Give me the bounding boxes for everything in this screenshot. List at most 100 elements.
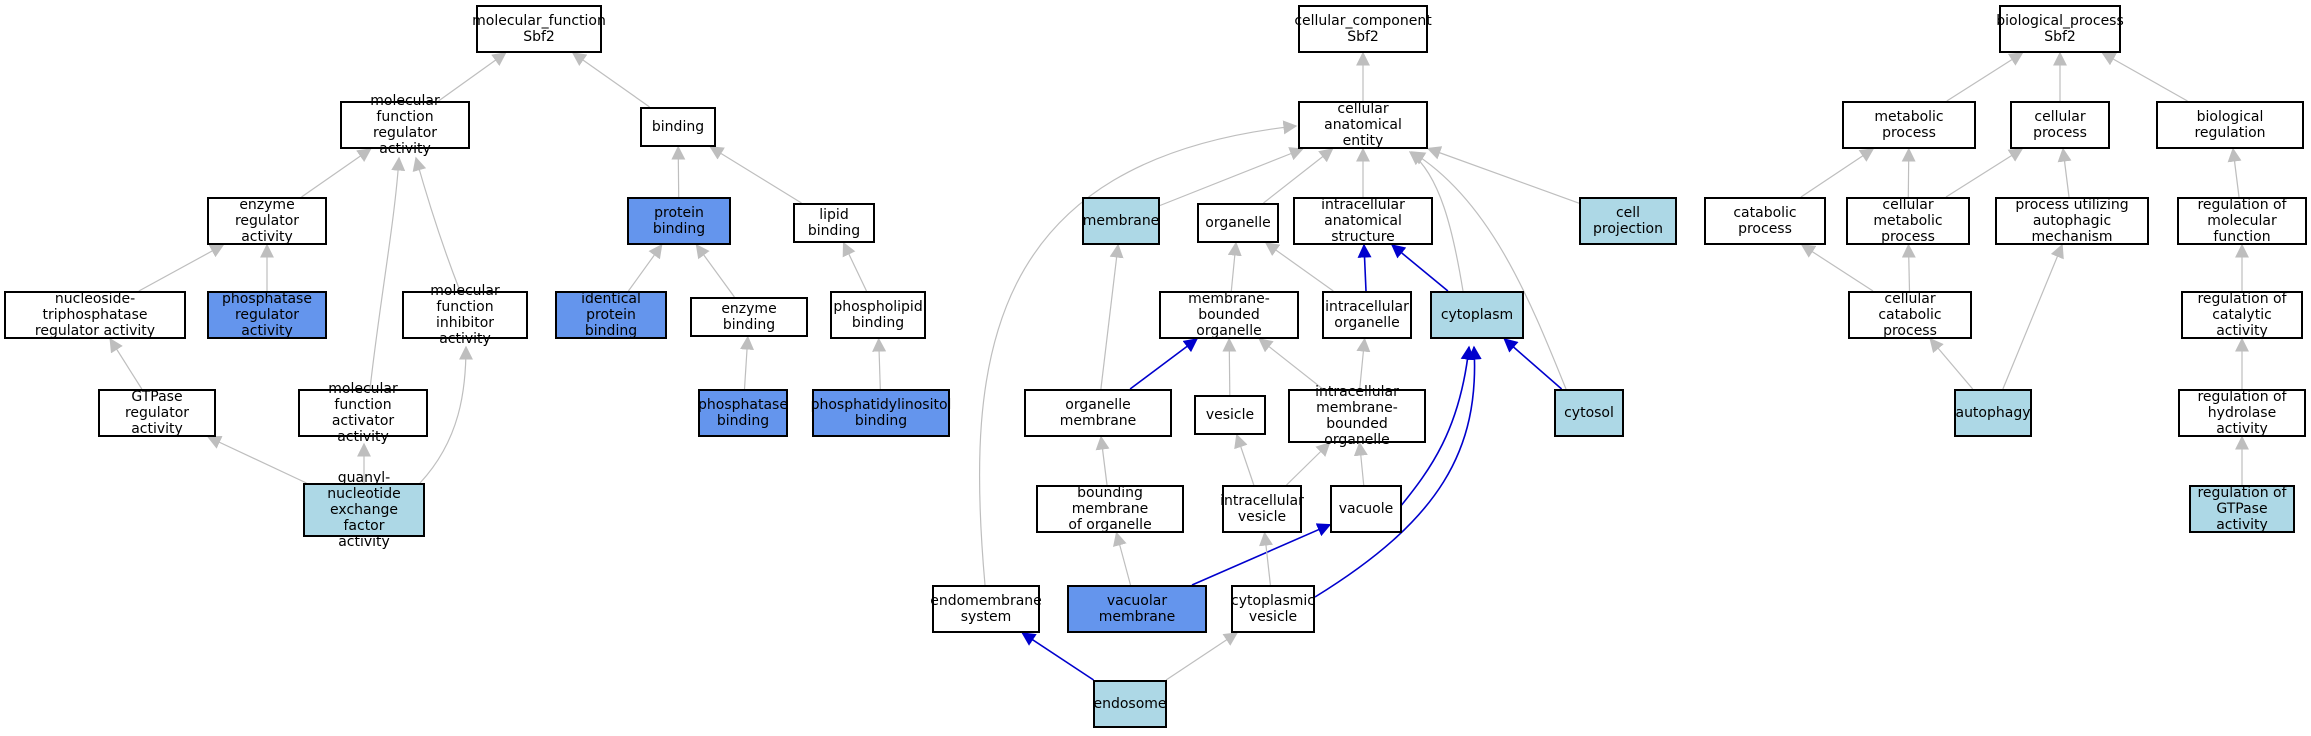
node-mf-activ[interactable]: molecular function activator activity — [298, 381, 428, 445]
node-cell-metab[interactable]: cellular metabolic process — [1846, 197, 1970, 245]
edge-protein_binding-to-binding — [671, 145, 686, 198]
edge-membrane-to-cae — [1159, 147, 1304, 207]
edge-cell_proj-to-cae — [1426, 146, 1580, 204]
edge-cyto_vesicle-to-ivesicle — [1259, 531, 1273, 586]
edge-cell_catab-to-catabolic — [1800, 244, 1874, 292]
edge-vac_membrane-to-vacuole — [1191, 523, 1332, 586]
edge-ptdins_binding-to-phospholipid — [872, 337, 887, 390]
edge-enzyme_binding-to-protein_binding — [695, 243, 735, 298]
node-cellular-proc[interactable]: cellular process — [2010, 101, 2110, 149]
node-autophagic-mech[interactable]: process utilizing autophagic mechanism — [1995, 197, 2149, 245]
node-ias[interactable]: intracellular anatomical structure — [1293, 197, 1433, 245]
edge-endomembrane-to-cae — [978, 120, 1298, 586]
edge-imbo-to-mbo — [1258, 338, 1324, 390]
node-endomembrane[interactable]: endomembrane system — [930, 585, 1042, 633]
node-cyto-vesicle[interactable]: cytoplasmic vesicle — [1231, 585, 1315, 633]
edge-autophagy-to-autophagic_mech — [2002, 243, 2064, 390]
edge-autophagy-to-cell_catab — [1929, 337, 1974, 390]
edge-cytoplasm-to-ias — [1391, 244, 1449, 292]
edge-autophagic_mech-to-cellular_proc — [2057, 147, 2072, 198]
node-metabolic[interactable]: metabolic process — [1842, 101, 1976, 149]
edge-mf_inhib-to-mf_reg — [412, 156, 461, 292]
edge-vac_membrane-to-bmo — [1113, 531, 1132, 586]
edge-cell_metab-to-cellular_proc — [1945, 148, 2024, 198]
node-autophagy[interactable]: autophagy — [1954, 389, 2032, 437]
edge-gtpase_reg-to-ntpase_reg — [109, 337, 143, 390]
edge-gef-to-mf_inhib — [419, 345, 473, 484]
node-mf-root[interactable]: molecular_function Sbf2 — [472, 5, 606, 53]
node-ntpase-reg[interactable]: nucleoside-triphosphatase regulator acti… — [4, 291, 186, 339]
node-enzyme-binding[interactable]: enzyme binding — [690, 297, 808, 337]
edge-ivesicle-to-vesicle — [1234, 433, 1255, 486]
node-phosphatase-reg[interactable]: phosphatase regulator activity — [207, 291, 327, 339]
node-cae[interactable]: cellular anatomical entity — [1298, 101, 1428, 149]
node-mf-inhib[interactable]: molecular function inhibitor activity — [402, 283, 528, 347]
edge-phosphatase_binding-to-enzyme_binding — [740, 335, 754, 390]
edge-cell_catab-to-cell_metab — [1901, 243, 1916, 292]
edge-ivesicle-to-imbo — [1286, 442, 1331, 486]
edge-mf_activ-to-mf_reg — [369, 156, 406, 390]
edge-ntpase_reg-to-enz_reg — [138, 244, 225, 292]
edge-reg_mf-to-bio_reg — [2227, 147, 2242, 198]
node-binding[interactable]: binding — [640, 107, 716, 147]
edge-bio_reg-to-bp_root — [2101, 52, 2188, 102]
edge-io-to-ias — [1357, 243, 1372, 292]
node-io[interactable]: intracellular organelle — [1322, 291, 1412, 339]
node-vacuole[interactable]: vacuole — [1330, 485, 1402, 533]
node-phospholipid[interactable]: phospholipid binding — [830, 291, 926, 339]
edge-catabolic-to-metabolic — [1800, 148, 1875, 198]
node-ident-prot[interactable]: identical protein binding — [555, 291, 667, 339]
node-ptdins-binding[interactable]: phosphatidylinositol binding — [811, 389, 951, 437]
edge-io-to-organelle — [1264, 242, 1334, 292]
node-imbo[interactable]: intracellular membrane-bounded organelle — [1288, 384, 1426, 448]
node-enz-reg[interactable]: enzyme regulator activity — [207, 197, 327, 245]
edge-organelle-to-cae — [1263, 148, 1334, 204]
node-bmo[interactable]: bounding membrane of organelle — [1036, 485, 1184, 533]
node-ivesicle[interactable]: intracellular vesicle — [1220, 485, 1304, 533]
node-vac-membrane[interactable]: vacuolar membrane — [1067, 585, 1207, 633]
node-membrane[interactable]: membrane — [1082, 197, 1160, 245]
node-gtpase-reg[interactable]: GTPase regulator activity — [98, 389, 216, 437]
edge-vacuole-to-cytoplasm — [1399, 345, 1475, 508]
node-protein-binding[interactable]: protein binding — [627, 197, 731, 245]
node-reg-hydro[interactable]: regulation of hydrolase activity — [2178, 389, 2306, 437]
node-catabolic[interactable]: catabolic process — [1704, 197, 1826, 245]
node-cytosol[interactable]: cytosol — [1554, 389, 1624, 437]
edge-lipid_binding-to-binding — [709, 146, 802, 204]
edge-endosome-to-endomembrane — [1021, 632, 1095, 681]
node-reg-mf[interactable]: regulation of molecular function — [2177, 197, 2307, 245]
node-bp-root[interactable]: biological_process Sbf2 — [1996, 5, 2124, 53]
edge-ident_prot-to-protein_binding — [627, 243, 663, 292]
edge-cytosol-to-cytoplasm — [1503, 338, 1563, 390]
edge-vesicle-to-mbo — [1222, 337, 1237, 396]
node-gef[interactable]: guanyl-nucleotide exchange factor activi… — [303, 470, 425, 550]
edge-mf_reg-to-mf_root — [438, 52, 507, 102]
edge-mbo-to-organelle — [1227, 241, 1242, 292]
node-cytoplasm[interactable]: cytoplasm — [1430, 291, 1524, 339]
node-mf-reg[interactable]: molecular function regulator activity — [340, 93, 470, 157]
node-cell-proj[interactable]: cell projection — [1579, 197, 1677, 245]
edge-bmo-to-org_membrane — [1095, 435, 1110, 486]
node-mbo[interactable]: membrane-bounded organelle — [1159, 291, 1299, 339]
node-lipid-binding[interactable]: lipid binding — [793, 203, 875, 243]
edge-phospholipid-to-lipid_binding — [842, 241, 868, 292]
edge-cytosol-to-cae — [1410, 151, 1567, 390]
edge-enz_reg-to-mf_reg — [301, 148, 372, 198]
edge-gef-to-gtpase_reg — [206, 436, 307, 484]
node-bio-reg[interactable]: biological regulation — [2156, 101, 2304, 149]
node-cc-root[interactable]: cellular_component Sbf2 — [1294, 5, 1432, 53]
edge-cyto_vesicle-to-cytoplasm — [1314, 345, 1482, 598]
node-reg-cat[interactable]: regulation of catalytic activity — [2181, 291, 2303, 339]
edge-metabolic-to-bp_root — [1946, 52, 2024, 102]
edge-org_membrane-to-mbo — [1129, 338, 1199, 390]
node-organelle[interactable]: organelle — [1197, 203, 1279, 243]
edge-cell_metab-to-metabolic — [1901, 147, 1916, 198]
node-org-membrane[interactable]: organelle membrane — [1024, 389, 1172, 437]
node-endosome[interactable]: endosome — [1093, 680, 1167, 728]
edge-binding-to-mf_root — [571, 52, 650, 108]
node-cell-catab[interactable]: cellular catabolic process — [1848, 291, 1972, 339]
node-vesicle[interactable]: vesicle — [1194, 395, 1266, 435]
node-phosphatase-binding[interactable]: phosphatase binding — [698, 389, 788, 437]
node-reg-gtpase[interactable]: regulation of GTPase activity — [2189, 485, 2295, 533]
